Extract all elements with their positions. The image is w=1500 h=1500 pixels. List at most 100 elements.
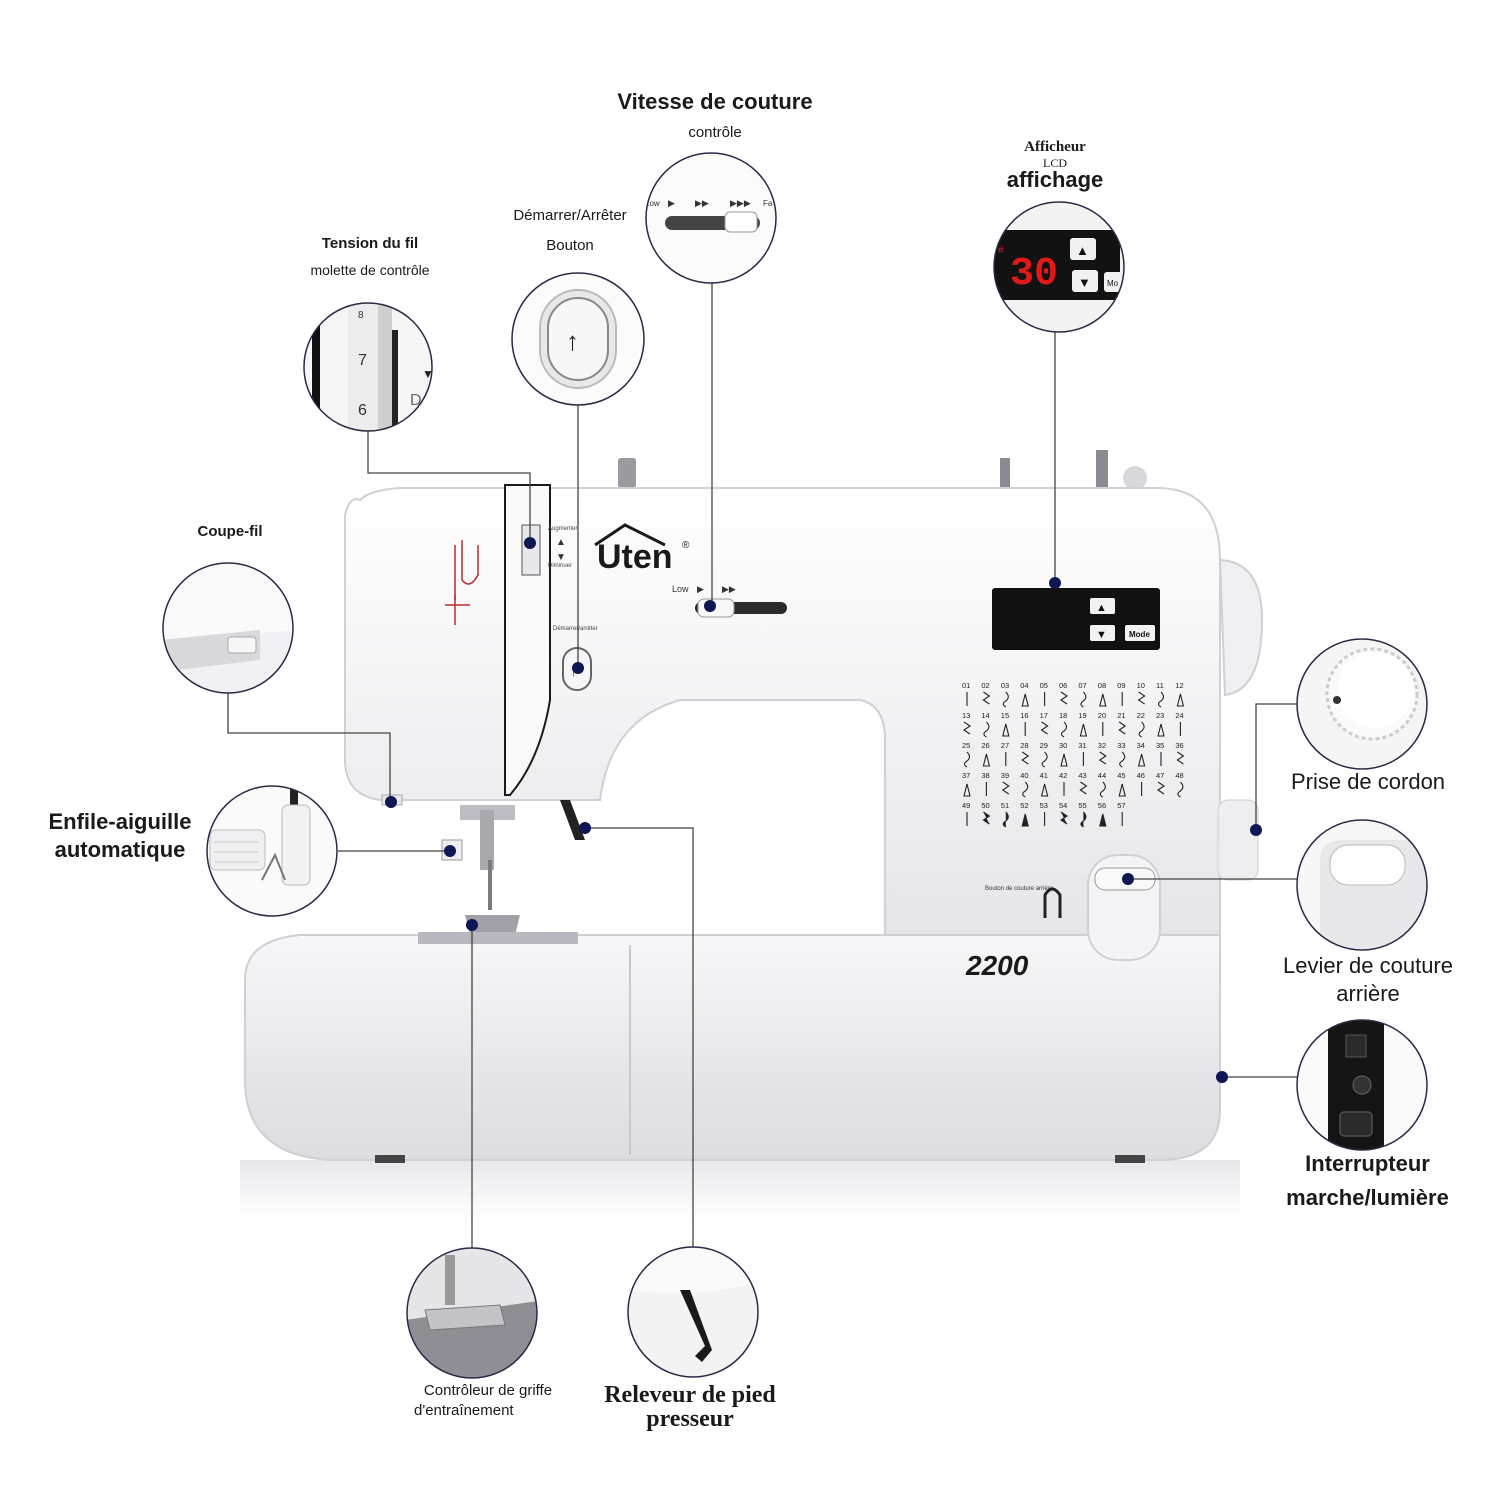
stitch-glyph [1060, 691, 1068, 705]
floor-reflection [240, 1160, 1240, 1220]
switch-title-line1: Interrupteur [1305, 1151, 1430, 1176]
stitch-number: 06 [1059, 681, 1067, 690]
speed-arrow-icon: ▶ [697, 584, 704, 594]
stitch-glyph [1060, 811, 1068, 825]
stitch-number: 36 [1175, 741, 1183, 750]
stitch-glyph [1118, 721, 1127, 735]
stitch-number: 44 [1098, 771, 1106, 780]
stitch-number: 03 [1001, 681, 1009, 690]
tension-detail-6: 6 [358, 402, 367, 419]
dot-switch [1216, 1071, 1228, 1083]
stitch-number: 43 [1078, 771, 1086, 780]
tension-detail-letter: D [410, 392, 422, 409]
machine-base [244, 934, 1221, 1161]
switch-title-line2: marche/lumière [1286, 1185, 1449, 1210]
stitch-glyph [1099, 693, 1107, 707]
stitch-glyph [1176, 751, 1185, 765]
stitch-number: 09 [1117, 681, 1125, 690]
stitch-glyph [1002, 723, 1010, 737]
machine-arm [344, 487, 1221, 936]
stitch-glyph [1118, 783, 1126, 797]
stitch-number: 42 [1059, 771, 1067, 780]
up-arrow-icon: ▲ [1096, 602, 1107, 614]
stitch-glyph [1001, 781, 1010, 795]
start-stop-title: Démarrer/Arrêter [513, 207, 627, 224]
mode-button[interactable] [1125, 625, 1155, 641]
stitch-glyph [982, 753, 991, 767]
stitch-number: 12 [1175, 681, 1183, 690]
speed-slider-knob[interactable] [697, 598, 735, 618]
detail-tension-dial: 8 7 6 D ▼ [303, 302, 434, 432]
diminuer-arrow-icon: ▼ [556, 552, 566, 563]
spool-pin-left [618, 458, 636, 488]
leader-tension [367, 430, 531, 540]
stitch-glyph [1157, 781, 1165, 795]
stitch-number: 30 [1059, 741, 1067, 750]
presser-title-line1: Releveur de pied [604, 1382, 776, 1408]
stitch-glyph [1040, 783, 1049, 797]
stitch-number: 23 [1156, 711, 1164, 720]
diminuer-label: Diminuer [548, 563, 572, 569]
detail-needle-threader [206, 785, 338, 917]
stitch-number: 37 [962, 771, 970, 780]
dot-reverse [1122, 873, 1134, 885]
start-stop-machine-label: Démarrer/arrêter [553, 626, 598, 632]
start-stop-detail-arrow-icon: ↑ [566, 326, 579, 356]
stitch-glyph [1138, 721, 1145, 738]
stitch-number: 53 [1040, 801, 1048, 810]
stitch-number: 31 [1078, 741, 1086, 750]
speed-detail-fast: Fa [763, 199, 773, 208]
dot-cord [1250, 824, 1262, 836]
speed-low-label: Low [672, 584, 689, 594]
dot-lcd [1049, 577, 1061, 589]
model-number: 2200 [965, 950, 1029, 981]
down-button[interactable] [1090, 625, 1115, 641]
dot-feed [466, 919, 478, 931]
stitch-number: 22 [1137, 711, 1145, 720]
stitch-glyph [1079, 781, 1088, 795]
stitch-glyph [1119, 751, 1126, 768]
stitch-number: 16 [1020, 711, 1028, 720]
stitch-number: 21 [1117, 711, 1125, 720]
tension-detail-arrow-icon: ▼ [422, 367, 434, 381]
speed-control-title: Vitesse de couture [617, 89, 813, 114]
speed-double-arrow-icon: ▶▶ [722, 584, 736, 594]
dot-start [572, 662, 584, 674]
stitch-number: 10 [1137, 681, 1145, 690]
stitch-number: 13 [962, 711, 970, 720]
up-button[interactable] [1090, 598, 1115, 614]
tension-title: Tension du fil [321, 235, 419, 252]
stitch-number: 02 [981, 681, 989, 690]
lcd-small: LCD [1043, 156, 1067, 170]
reverse-machine-label: Bouton de couture arrière [985, 886, 1054, 892]
feed-dog-title-line2: d'entraînement [414, 1402, 514, 1419]
stitch-number: 56 [1098, 801, 1106, 810]
augmenter-arrow-icon: ▲ [556, 537, 566, 548]
stitch-number: 27 [1001, 741, 1009, 750]
stitch-number: 28 [1020, 741, 1028, 750]
presser-foot-lifter[interactable] [560, 800, 585, 840]
reverse-u-icon [1043, 887, 1062, 918]
speed-detail-low: Low [645, 199, 660, 208]
stitch-number: 39 [1001, 771, 1009, 780]
presser-foot [465, 915, 520, 935]
stitch-number: 08 [1098, 681, 1106, 690]
lcd-title: Afficheur [1024, 139, 1086, 155]
tension-dial[interactable] [521, 524, 541, 576]
stitch-number: 40 [1020, 771, 1028, 780]
stitch-number: 17 [1040, 711, 1048, 720]
spool-pin-middle [1000, 458, 1010, 490]
stitch-number: 46 [1137, 771, 1145, 780]
stitch-number: 47 [1156, 771, 1164, 780]
stitch-glyph [1176, 693, 1185, 707]
stitch-number: 35 [1156, 741, 1164, 750]
stitch-glyph [1080, 691, 1087, 708]
needle-plate [418, 932, 578, 944]
leader-dots [385, 537, 1262, 1083]
stitch-number: 32 [1098, 741, 1106, 750]
cord-socket-title: Prise de cordon [1290, 769, 1446, 794]
dot-presser [579, 822, 591, 834]
lcd-subtitle: affichage [1006, 167, 1104, 192]
